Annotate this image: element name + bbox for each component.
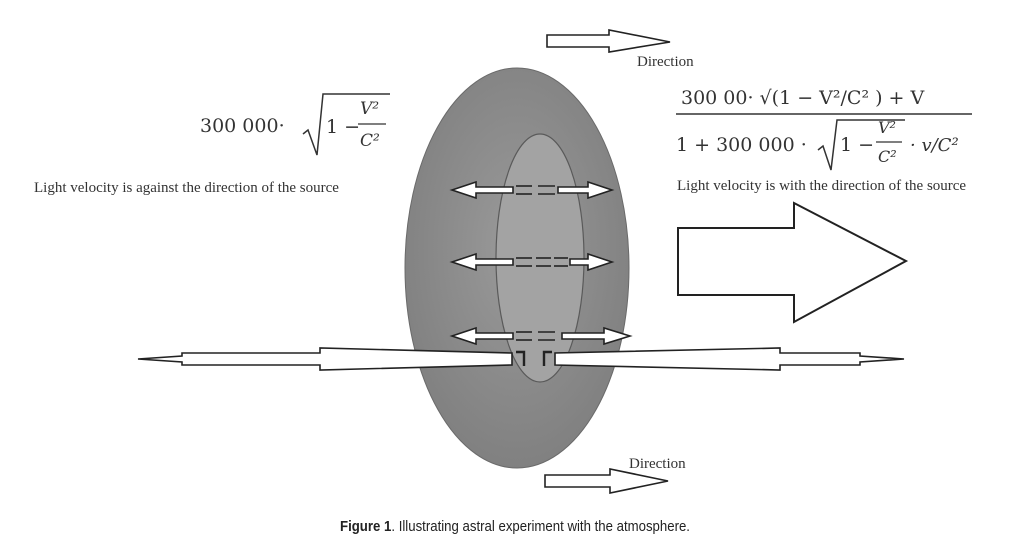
svg-text:· v/C²: · v/C² — [910, 135, 959, 156]
direction-label-bottom: Direction — [629, 456, 686, 472]
formula-left: 300 000· 1 − V² C² — [200, 93, 390, 156]
svg-text:1 + 300 000 ·: 1 + 300 000 · — [676, 134, 807, 156]
svg-text:V²: V² — [360, 99, 379, 119]
caption-label: Figure 1 — [340, 518, 392, 535]
svg-text:C²: C² — [360, 131, 380, 151]
caption-text: . Illustrating astral experiment with th… — [391, 518, 690, 535]
direction-arrow-bottom — [544, 468, 669, 494]
with-direction-label: Light velocity is with the direction of … — [677, 178, 966, 194]
svg-text:1 −: 1 − — [326, 116, 360, 138]
double-arrow-row-2 — [449, 252, 615, 272]
formula-right: 300 00· √(1 − V²/C² ) + V 1 + 300 000 · … — [676, 87, 972, 171]
svg-text:V²: V² — [878, 118, 896, 137]
direction-arrow-top — [546, 29, 671, 53]
large-right-arrow — [677, 201, 909, 324]
svg-text:C²: C² — [878, 147, 897, 166]
svg-text:1 −: 1 − — [840, 134, 874, 156]
against-direction-label: Light velocity is against the direction … — [34, 180, 339, 196]
direction-label-top: Direction — [637, 54, 694, 70]
svg-text:300 000·: 300 000· — [200, 115, 285, 137]
double-arrow-row-3 — [449, 326, 633, 346]
svg-text:300 00· √(1 − V²/C² ) + V: 300 00· √(1 − V²/C² ) + V — [681, 87, 925, 109]
double-arrow-row-1 — [449, 180, 615, 200]
sqrt-sign-left — [302, 93, 390, 156]
light-beam-horizontal — [137, 347, 905, 371]
figure-caption: Figure 1. Illustrating astral experiment… — [62, 518, 968, 535]
sqrt-sign-right — [817, 119, 905, 171]
